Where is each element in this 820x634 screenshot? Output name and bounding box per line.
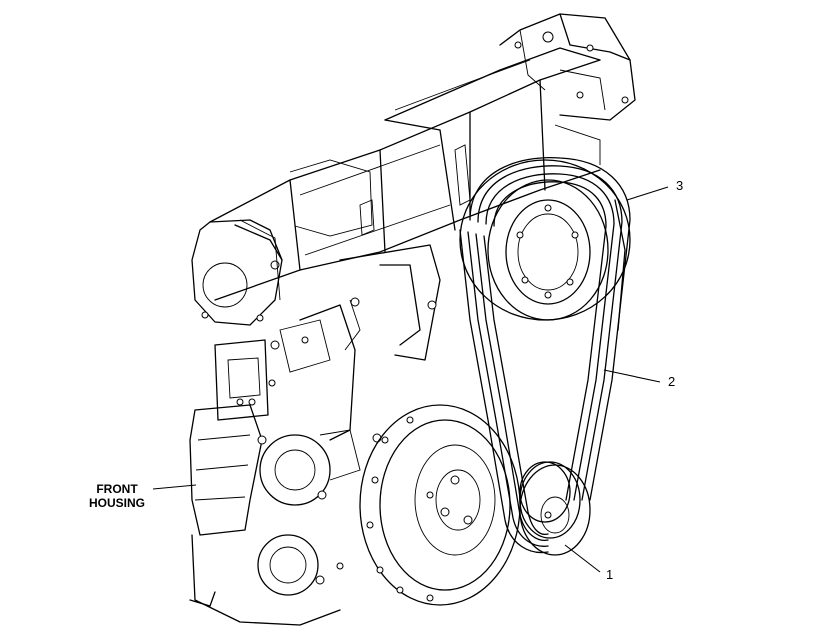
- rear-gearbox: [499, 13, 636, 165]
- engine-upper-body: [209, 47, 601, 301]
- front-housing-line1: FRONT: [96, 482, 138, 496]
- damper-ring: [359, 404, 521, 606]
- callout-3-label: 3: [676, 178, 684, 193]
- front-housing-leader: [152, 484, 197, 490]
- v-belts: [459, 156, 631, 554]
- mid-bracket: [270, 244, 441, 443]
- callout-2-label: 2: [668, 374, 676, 389]
- callout-2-leader: [603, 369, 661, 383]
- front-cover: [191, 219, 283, 326]
- front-housing-label: FRONT HOUSING: [80, 482, 154, 510]
- front-housing-line2: HOUSING: [88, 496, 145, 510]
- callout-1-leader: [564, 544, 601, 573]
- callout-1-label: 1: [606, 567, 614, 582]
- front-housing-block: [189, 339, 361, 626]
- callout-3-leader: [626, 186, 669, 201]
- lower-pulley: [519, 461, 591, 556]
